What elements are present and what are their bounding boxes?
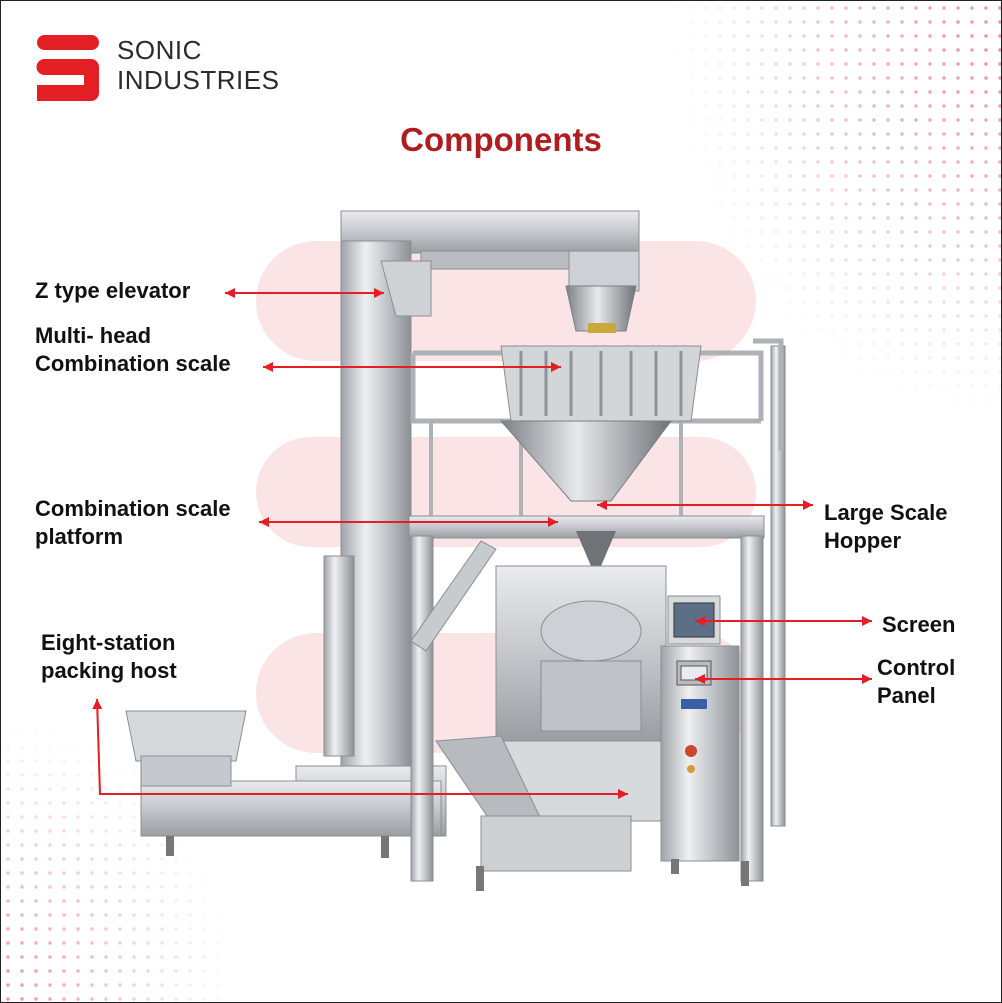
label-z-elevator: Z type elevator <box>35 277 190 305</box>
label-z-elevator-text: Z type elevator <box>35 278 191 303</box>
arrow-packing-host-head-start <box>92 699 103 710</box>
packing-host <box>435 565 749 891</box>
label-platform-line2: platform <box>35 524 123 549</box>
label-hopper-line2: Hopper <box>824 528 901 553</box>
arrow-screen-head-end <box>862 616 872 626</box>
label-platform-line1: Combination scale <box>35 496 231 521</box>
label-screen-text: Screen <box>882 612 956 637</box>
arrow-packing-host <box>96 698 628 795</box>
arrow-multihead-scale-head-start <box>263 362 273 372</box>
label-control-line2: Panel <box>877 683 936 708</box>
label-hopper-line1: Large Scale <box>824 500 948 525</box>
label-multihead-scale: Multi- head Combination scale <box>35 322 231 378</box>
arrow-control-panel-head-end <box>862 674 872 684</box>
arrow-control-panel-head-start <box>695 674 705 684</box>
label-multihead-line1: Multi- head <box>35 323 152 348</box>
label-packing-line2: packing host <box>41 658 177 683</box>
brand-line-2: INDUSTRIES <box>117 65 280 95</box>
arrow-hopper-head-start <box>597 500 607 510</box>
arrow-z-elevator-head-end <box>374 288 384 298</box>
arrow-screen-head-start <box>695 616 705 626</box>
label-packing-host: Eight-station packing host <box>41 629 177 685</box>
arrow-multihead-scale-head-end <box>551 362 561 372</box>
arrow-lines <box>92 288 872 799</box>
arrow-z-elevator-head-start <box>225 288 235 298</box>
label-screen: Screen <box>882 611 955 639</box>
arrow-packing-host-head-end <box>618 789 628 799</box>
sonic-logo-icon <box>36 35 99 101</box>
arrow-hopper-head-end <box>803 500 813 510</box>
label-control-panel: Control Panel <box>877 654 955 710</box>
brand-line-1: SONIC <box>117 35 202 65</box>
label-multihead-line2: Combination scale <box>35 351 231 376</box>
brand-name: SONIC INDUSTRIES <box>117 35 279 95</box>
page-title: Components <box>400 121 602 158</box>
label-hopper: Large Scale Hopper <box>824 499 948 555</box>
label-platform: Combination scale platform <box>35 495 231 551</box>
arrow-platform-head-end <box>548 517 558 527</box>
label-packing-line1: Eight-station <box>41 630 176 655</box>
arrow-platform-head-start <box>259 517 269 527</box>
label-control-line1: Control <box>877 655 956 680</box>
